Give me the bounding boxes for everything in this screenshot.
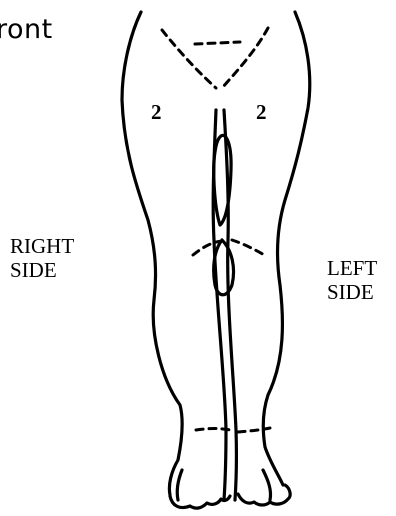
ankle-right <box>177 470 182 500</box>
right-side-label: RIGHT SIDE <box>10 234 74 282</box>
pelvic-line <box>195 42 240 44</box>
left-side-label: LEFT SIDE <box>327 256 377 304</box>
groin-line-right <box>162 30 216 88</box>
region-number-right-thigh: 2 <box>151 100 162 124</box>
foot-left <box>238 485 290 505</box>
knee-line-left <box>232 240 266 256</box>
outer-leg-outline-left <box>263 12 309 485</box>
view-title: ront <box>0 14 53 45</box>
region-number-left-thigh: 2 <box>256 100 267 124</box>
outer-leg-outline-right <box>122 12 182 495</box>
ankle-left <box>263 470 271 500</box>
ankle-line-right <box>196 429 230 431</box>
ankle-line-left <box>238 428 270 432</box>
groin-line-left <box>222 28 268 88</box>
